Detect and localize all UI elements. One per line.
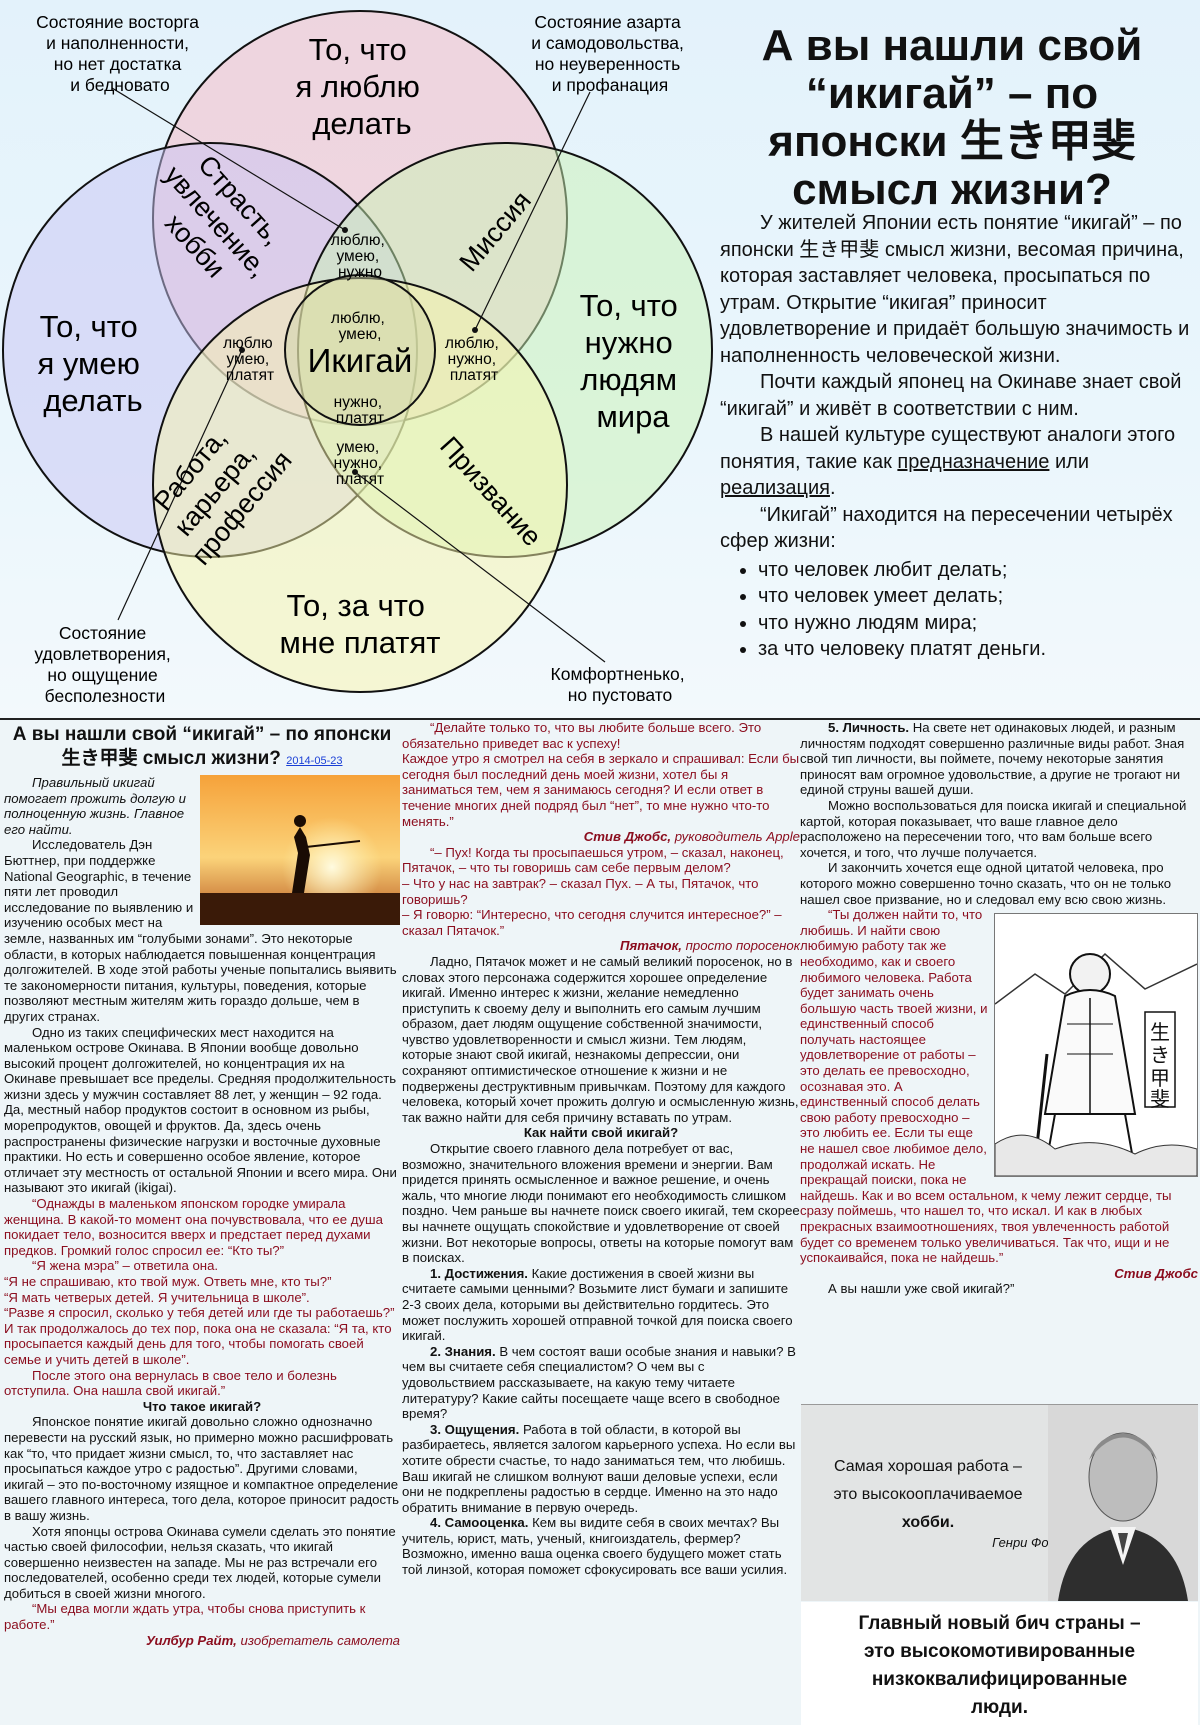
intro-paragraph-1: У жителей Японии есть понятие “икигай” –… [720, 212, 1190, 367]
paragraph: Открытие своего главного дела потребует … [402, 1141, 800, 1266]
paragraph: Ладно, Пятачок может и не самый великий … [402, 953, 799, 1125]
intro-paragraph-3: В нашей культуре существуют аналоги этог… [720, 424, 1176, 499]
quote-paragraph: – Я говорю: “Интересно, что сегодня случ… [402, 907, 782, 938]
leader-dot [472, 327, 478, 333]
quote-paragraph: Каждое утро я смотрел на себя в зеркало … [402, 751, 800, 829]
intro-paragraph-2: Почти каждый японец на Окинаве знает сво… [720, 371, 1182, 420]
story-paragraph: “Однажды в маленьком японском городке ум… [4, 1196, 383, 1258]
old-man-scroll-illustration: 生 き 甲 斐 [994, 913, 1198, 1178]
state-bottom-right: Комфортненько, но пустовато [551, 664, 690, 705]
scroll-kanji-4: 斐 [1150, 1087, 1170, 1111]
quote-signature: Уилбур Райт, изобретатель самолета [146, 1632, 400, 1648]
link-realizatsiya[interactable]: реализация [720, 477, 830, 499]
paragraph: Хотя японцы острова Окинава сумели сдела… [4, 1523, 396, 1601]
quote-paragraph: “Ты должен найти то, что любишь. И найти… [800, 907, 1172, 1266]
paragraph: Одно из таких специфических мест находит… [4, 1024, 397, 1196]
label-center-top: люблю, умею, [331, 310, 389, 343]
intro-text: У жителей Японии есть понятие “икигай” –… [720, 210, 1195, 663]
label-triple-left: люблю умею, платят [223, 335, 277, 384]
article-section: А вы нашли свой “икигай” – по японски 生き… [0, 720, 1200, 1725]
paragraph: 2. Знания. В чем состоят ваши особые зна… [402, 1343, 796, 1422]
intro-paragraph-4: “Икигай” находится на пересечении четырё… [720, 503, 1173, 553]
state-top-right: Состояние азарта и самодовольства, но не… [531, 12, 689, 95]
paragraph: Исследователь Дэн Бюттнер, при поддержке… [4, 837, 397, 1024]
quote-paragraph: “Мы едва могли ждать утра, чтобы снова п… [4, 1601, 366, 1633]
quote-paragraph: – Что у нас на завтрак? – сказал Пух. – … [402, 875, 759, 907]
quote-signature: Стив Джобс, руководитель Apple [583, 829, 800, 845]
label-triple-top: люблю, умею, нужно [331, 232, 389, 281]
article-column-3: 5. Личность. На свете нет одинаковых люд… [800, 720, 1198, 1297]
circle-paid [152, 277, 568, 693]
leader-line [111, 87, 346, 231]
paragraph: Японское понятие икигай довольно сложно … [4, 1414, 399, 1523]
label-ikigai: Икигай [308, 342, 413, 379]
label-love: То, что я люблю делать [295, 32, 428, 141]
quote-signature: Пятачок, просто поросенок [620, 938, 800, 954]
slogan-box: Главный новый бич страны – это высокомот… [801, 1602, 1198, 1725]
main-title: А вы нашли свой “икигай” – по японски 生き… [761, 21, 1143, 214]
section-divider [0, 718, 1200, 720]
paragraph: 4. Самооценка. Кем вы видите себя в свои… [402, 1515, 788, 1578]
spheres-list: что человек любит делать; что человек ум… [720, 557, 1195, 663]
henry-ford-portrait [1048, 1405, 1198, 1601]
list-item: что человек любит делать; [758, 557, 1195, 584]
section-heading: Как найти свой икигай? [523, 1125, 679, 1141]
circle-center [284, 274, 436, 426]
scroll-kanji-1: 生 [1150, 1020, 1170, 1044]
label-good: То, что я умею делать [38, 309, 149, 418]
leader-line [474, 91, 591, 331]
ford-quote-box: Самая хорошая работа – это высокооплачив… [801, 1404, 1198, 1601]
label-need: То, что нужно людям мира [580, 288, 687, 434]
paragraph: 3. Ощущения. Работа в той области, в кот… [402, 1421, 796, 1515]
leader-dot [239, 347, 245, 353]
article-column-2: “Делайте только то, что вы любите больше… [402, 720, 800, 1578]
article-title: А вы нашли свой “икигай” – по японски 生き… [12, 724, 392, 769]
quote-paragraph: “– Пух! Когда ты просыпаешься утром, – с… [402, 844, 784, 876]
story-paragraph: И так продолжалось до тех пор, пока она … [4, 1320, 392, 1367]
article-column-1: А вы нашли свой “икигай” – по японски 生き… [4, 720, 400, 1648]
paragraph: 5. Личность. На свете нет одинаковых люд… [800, 720, 1185, 798]
section-heading: Что такое икигай? [142, 1398, 262, 1414]
infographic-top: Состояние восторга и наполненности, но н… [0, 0, 1200, 718]
scroll-kanji-2: き [1150, 1043, 1170, 1067]
link-prednaznachenie[interactable]: предназначение [897, 450, 1050, 473]
story-paragraph: “Я жена мэра” – ответила она. [32, 1258, 219, 1274]
story-paragraph: “Я мать четверых детей. Я учительница в … [4, 1289, 310, 1305]
article-date[interactable]: 2014-05-23 [286, 755, 343, 767]
quote-signature: Стив Джобс [1114, 1265, 1198, 1281]
list-item: что нужно людям мира; [758, 610, 1195, 637]
list-item: что человек умеет делать; [758, 583, 1195, 610]
label-triple-right: люблю, нужно, платят [445, 335, 503, 384]
paragraph: 1. Достижения. Какие достижения в своей … [402, 1265, 793, 1344]
ikigai-venn-diagram: Состояние восторга и наполненности, но н… [2, 10, 713, 706]
paragraph: Можно воспользоваться для поиска икигай … [800, 797, 1187, 860]
state-bottom-left: Состояние удовлетворения, но ощущение бе… [34, 623, 175, 706]
samurai-sunset-photo [200, 775, 400, 925]
label-center-bottom: нужно, платят [334, 394, 387, 427]
scroll-kanji-3: 甲 [1150, 1066, 1170, 1090]
story-paragraph: После этого она вернулась в свое тело и … [4, 1367, 337, 1399]
state-top-left: Состояние восторга и наполненности, но н… [36, 12, 204, 95]
story-paragraph: “Я не спрашиваю, кто твой муж. Ответь мн… [4, 1274, 332, 1289]
leader-dot [342, 227, 348, 233]
leader-dot [352, 469, 358, 475]
ford-quote-text: Самая хорошая работа – это высокооплачив… [833, 1458, 1023, 1531]
lead-paragraph: Правильный икигай помогает прожить долгу… [4, 775, 186, 837]
story-paragraph: “Разве я спросил, сколько у тебя детей и… [4, 1305, 395, 1321]
list-item: за что человеку платят деньги. [758, 636, 1195, 663]
paragraph: И закончить хочется еще одной цитатой че… [800, 860, 1172, 907]
label-triple-bottom: умею, нужно, платят [334, 439, 387, 488]
closing-paragraph: А вы нашли уже свой икигай?” [828, 1281, 1015, 1297]
leader-line [354, 471, 606, 663]
leader-line [117, 349, 243, 621]
label-paid: То, за что мне платят [280, 588, 441, 660]
ford-quote-author: Генри Форд [992, 1535, 1063, 1550]
quote-paragraph: “Делайте только то, что вы любите больше… [402, 720, 762, 751]
